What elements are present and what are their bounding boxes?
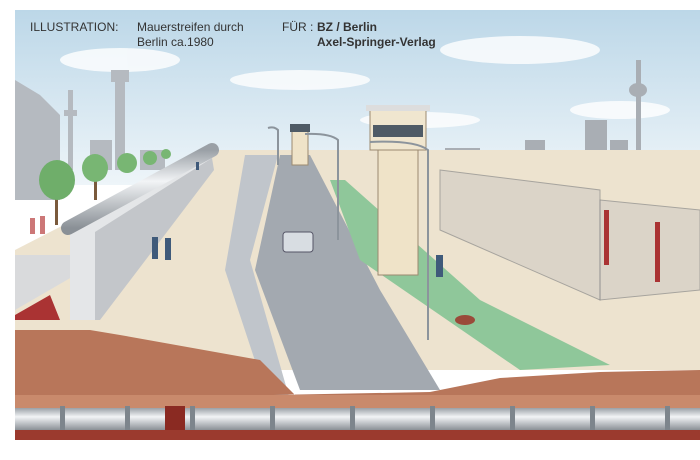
pedestrians <box>30 216 45 234</box>
trees <box>39 149 171 225</box>
client-line-2: Axel-Springer-Verlag <box>317 35 436 49</box>
bottom-band <box>15 430 700 440</box>
west-red-strip <box>15 295 60 320</box>
for-label: FÜR : <box>282 20 314 34</box>
title-line-2: Berlin ca.1980 <box>137 35 214 49</box>
signal-fence <box>439 169 700 301</box>
patrol-road <box>255 155 440 390</box>
inner-wall <box>225 155 290 400</box>
watchtower-far <box>290 124 310 166</box>
watchtower-near <box>366 105 430 276</box>
illustration-label: ILLUSTRATION: <box>30 20 119 34</box>
title-line-1: Mauerstreifen durch <box>137 20 244 34</box>
pipe-underground <box>15 408 700 430</box>
wall-pipe-top <box>61 143 219 235</box>
client-line-1: BZ / Berlin <box>317 20 378 34</box>
patrol-car <box>282 231 314 253</box>
pipe-joints <box>60 406 670 432</box>
lamp-posts <box>267 126 429 340</box>
earth-layer <box>15 330 700 400</box>
pipe-valve <box>165 406 185 432</box>
guard-dog <box>455 315 475 325</box>
fence-posts <box>604 210 660 282</box>
guard <box>436 255 443 277</box>
